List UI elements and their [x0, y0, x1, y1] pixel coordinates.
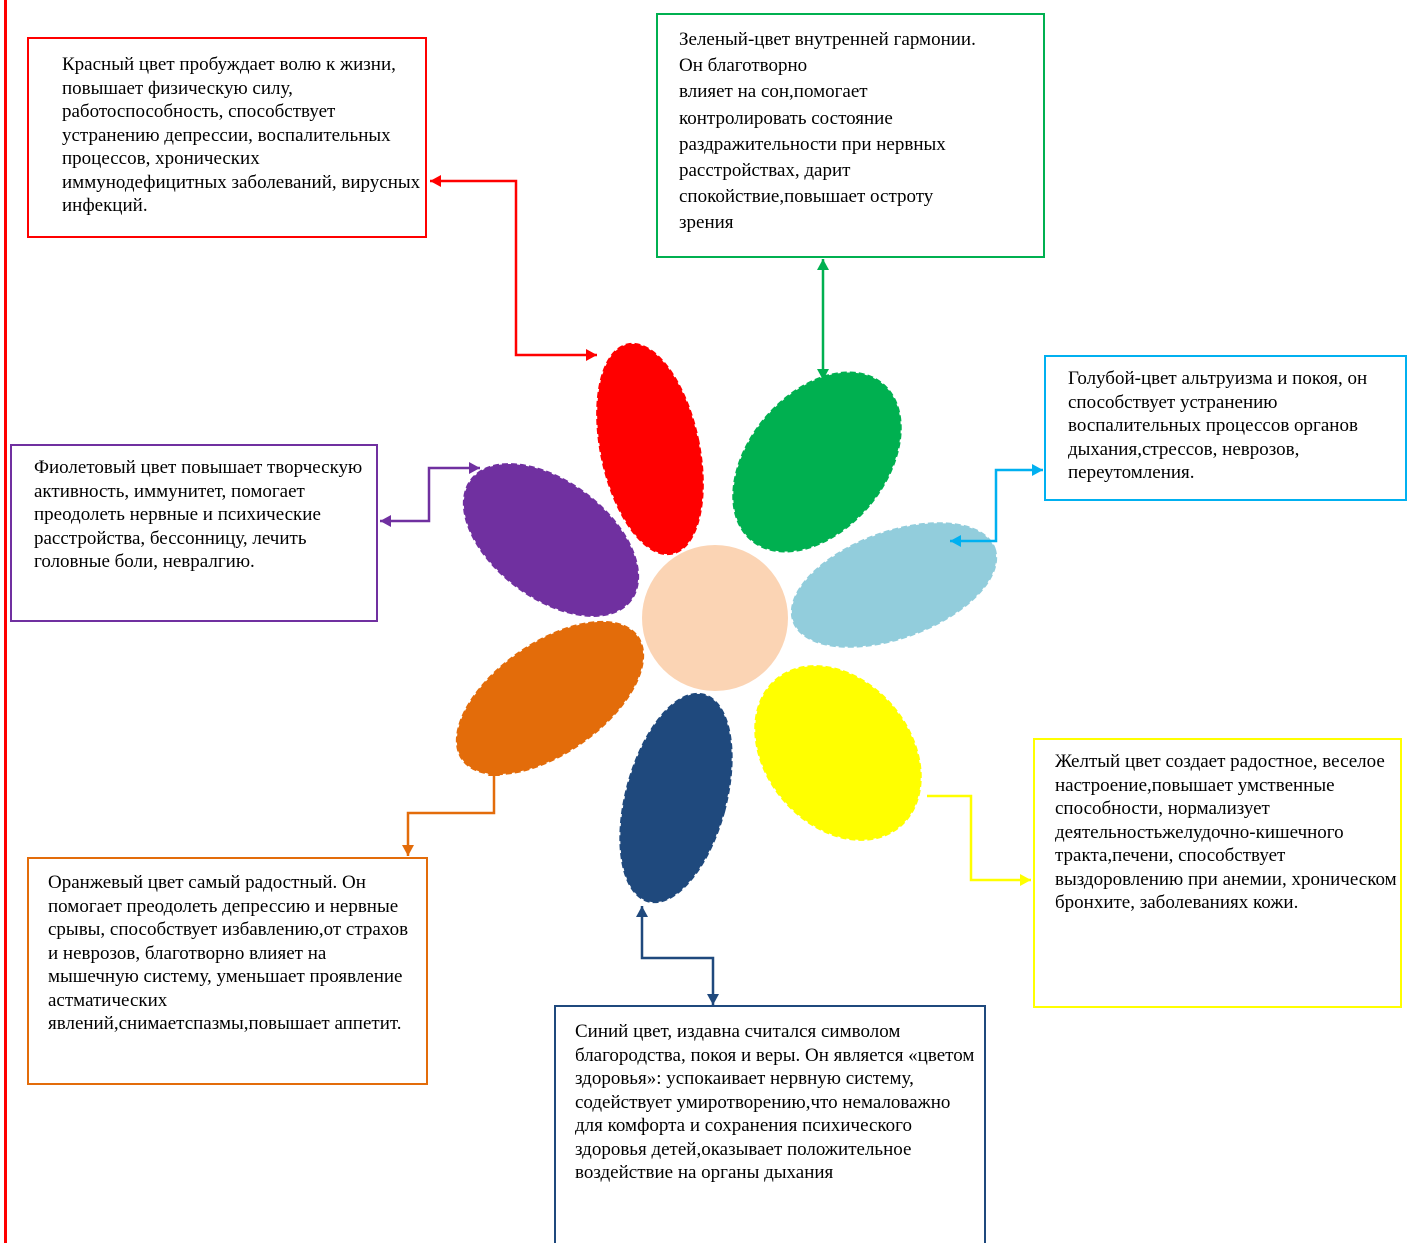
- blue-connector-start-arrowhead: [636, 906, 648, 917]
- flower-center: [642, 545, 788, 691]
- orange-description-box: Оранжевый цвет самый радостный. Он помог…: [27, 857, 428, 1085]
- violet-petal: [462, 463, 640, 617]
- blue-description-text: Синий цвет, издавна считался символом бл…: [575, 1021, 975, 1183]
- orange-connector-line: [406, 765, 496, 856]
- yellow-petal: [754, 665, 922, 841]
- cyan-description-text: Голубой-цвет альтруизма и покоя, он спос…: [1068, 368, 1368, 483]
- orange-petal: [455, 620, 645, 776]
- cyan-description-box: Голубой-цвет альтруизма и покоя, он спос…: [1044, 355, 1407, 501]
- cyan-connector-end-arrowhead: [1032, 464, 1043, 476]
- blue-description-box: Синий цвет, издавна считался символом бл…: [554, 1005, 986, 1243]
- green-connector-end-arrowhead: [817, 369, 829, 380]
- red-connector-start-arrowhead: [430, 175, 441, 187]
- yellow-connector-line: [927, 794, 1031, 882]
- orange-connector-start-arrowhead: [402, 845, 414, 856]
- red-description-box: Красный цвет пробуждает волю к жизни, по…: [27, 37, 427, 238]
- yellow-description-text: Желтый цвет создает радостное, веселое н…: [1055, 751, 1397, 913]
- orange-connector-end-arrowhead: [488, 765, 500, 776]
- blue-connector-line: [640, 906, 715, 1005]
- petals-group: [455, 342, 998, 904]
- left-margin-rule: [4, 0, 7, 1243]
- violet-connector-start-arrowhead: [380, 515, 391, 527]
- violet-connector-line: [380, 466, 480, 523]
- violet-connector-end-arrowhead: [469, 462, 480, 474]
- violet-description-box: Фиолетовый цвет повышает творческую акти…: [10, 444, 378, 622]
- green-description-text: Зеленый-цвет внутренней гармонии. Он бла…: [679, 29, 976, 234]
- orange-description-text: Оранжевый цвет самый радостный. Он помог…: [48, 872, 409, 1034]
- blue-petal: [619, 692, 733, 904]
- green-description-box: Зеленый-цвет внутренней гармонии. Он бла…: [656, 13, 1045, 258]
- yellow-connector-end-arrowhead: [1020, 874, 1031, 886]
- connectors-group: [380, 175, 1043, 1005]
- cyan-connector-start-arrowhead: [950, 535, 961, 547]
- blue-connector-end-arrowhead: [707, 994, 719, 1005]
- violet-description-text: Фиолетовый цвет повышает творческую акти…: [34, 457, 363, 572]
- yellow-description-box: Желтый цвет создает радостное, веселое н…: [1033, 738, 1402, 1008]
- light-blue-petal: [790, 522, 998, 648]
- cyan-connector-line: [950, 468, 1043, 543]
- red-petal: [596, 342, 704, 556]
- red-connector-end-arrowhead: [586, 349, 597, 361]
- green-petal: [732, 371, 902, 553]
- red-connector-line: [430, 179, 597, 357]
- red-description-text: Красный цвет пробуждает волю к жизни, по…: [62, 54, 421, 216]
- green-connector-start-arrowhead: [817, 259, 829, 270]
